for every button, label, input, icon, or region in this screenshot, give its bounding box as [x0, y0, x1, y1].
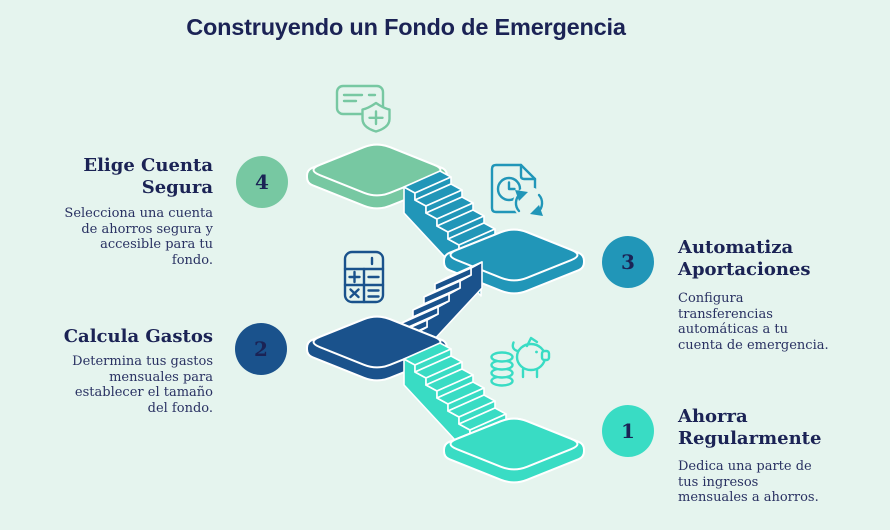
- step-description-3: Configura transferencias automáticas a t…: [678, 291, 829, 353]
- piggy-bank-icon: [490, 336, 551, 387]
- platform-step-1: [443, 417, 585, 484]
- step-number-badge-4: 4: [236, 156, 288, 208]
- credit-card-shield-icon: [335, 84, 391, 133]
- document-sync-icon: [490, 163, 545, 219]
- step-title-2: Calcula Gastos: [63, 326, 213, 347]
- calculator-icon: [343, 250, 385, 304]
- step-title-3: Automatiza Aportaciones: [678, 237, 811, 280]
- step-number-badge-2: 2: [235, 323, 287, 375]
- step-description-1: Dedica una parte de tus ingresos mensual…: [678, 459, 819, 506]
- step-title-1: Ahorra Regularmente: [678, 406, 822, 449]
- step-number-badge-3: 3: [602, 236, 654, 288]
- step-description-4: Selecciona una cuenta de ahorros segura …: [64, 206, 213, 268]
- step-number-badge-1: 1: [602, 405, 654, 457]
- step-description-2: Determina tus gastos mensuales para esta…: [72, 354, 213, 416]
- page-title: Construyendo un Fondo de Emergencia: [186, 14, 626, 40]
- step-title-4: Elige Cuenta Segura: [83, 155, 213, 198]
